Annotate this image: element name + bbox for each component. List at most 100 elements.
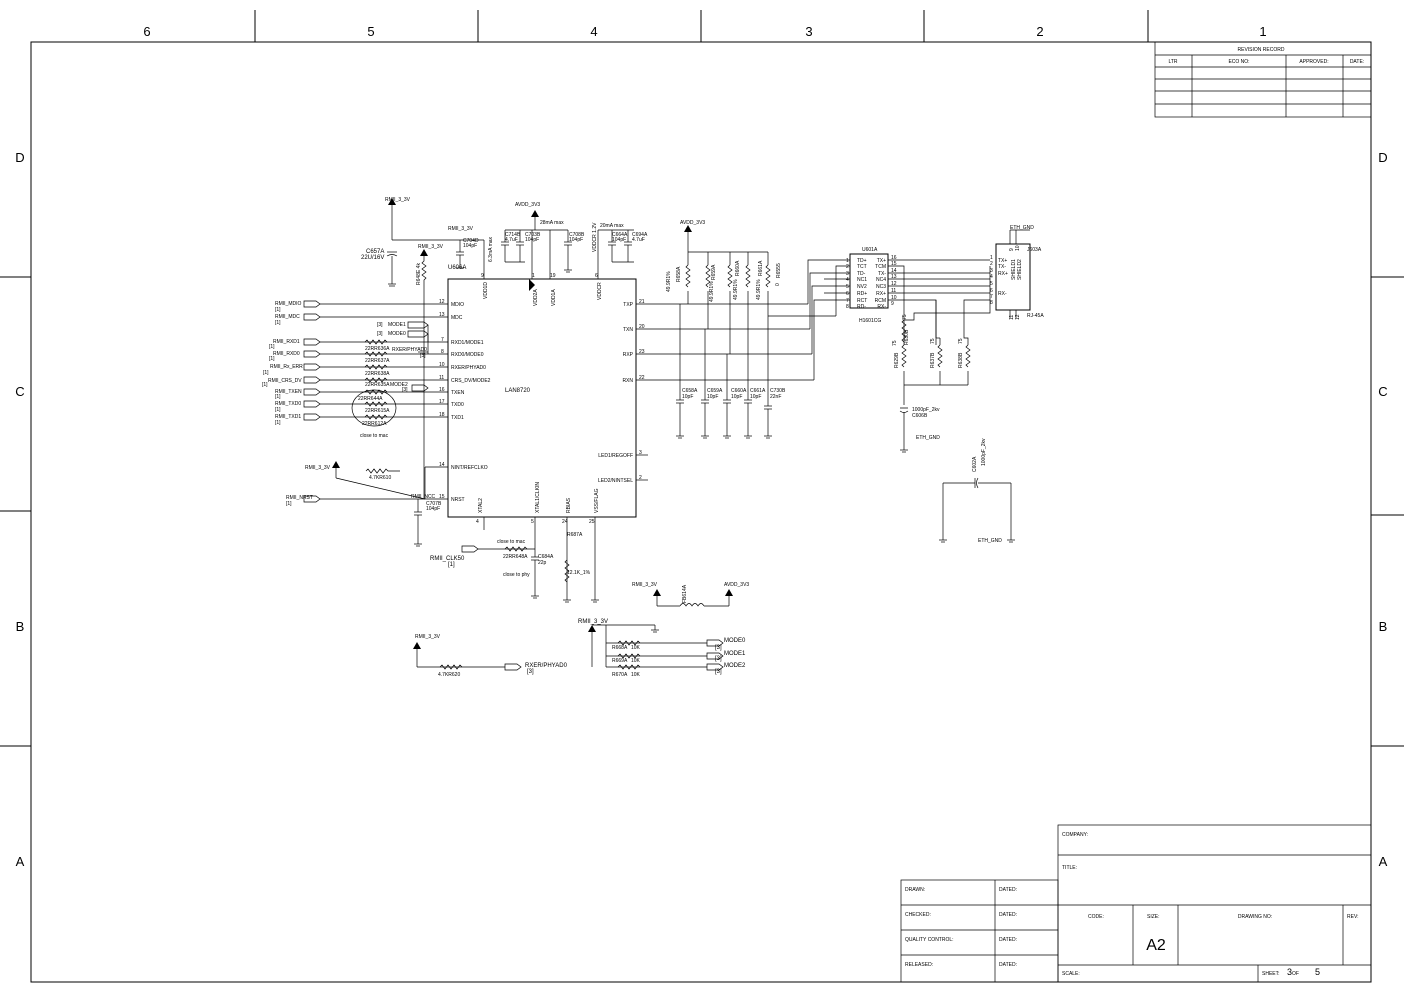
- released-label: RELEASED:: [905, 962, 933, 968]
- rj45-shield: SHIELD2: [1017, 259, 1023, 280]
- cap-value: 10pF: [707, 394, 718, 400]
- drawing-no-label: DRAWING NO:: [1238, 914, 1272, 920]
- cap-ref: C708B: [569, 232, 585, 238]
- resistor-label: R670A: [612, 672, 628, 678]
- signal-label: RMII_TXD0: [275, 401, 301, 407]
- resistor-value: 10K: [631, 645, 641, 651]
- resistor-label: 4.7KR610: [369, 475, 391, 481]
- mag-pin-num: 3: [846, 271, 849, 277]
- magnetics-ref: U601A: [862, 247, 878, 253]
- rj45-pin: RX-: [998, 291, 1007, 297]
- rj45-pin: TX+: [998, 258, 1007, 264]
- cap-value: 22nF: [770, 394, 781, 400]
- cap-value: 1000pF_2kv: [912, 407, 940, 413]
- pin-number: 9: [481, 273, 484, 279]
- mode-label: [3]: [420, 353, 426, 359]
- pin-number: 12: [439, 299, 445, 305]
- resistor-label: R659A: [711, 264, 717, 280]
- power-rail-left: [386, 198, 484, 499]
- signal-ref: [1]: [448, 562, 455, 568]
- pin-number: 22: [639, 375, 645, 381]
- row-label: D: [1378, 150, 1387, 165]
- current-note: 28mA max: [540, 220, 564, 226]
- mode-label: MODE0: [388, 331, 406, 337]
- pin-number: 20: [639, 324, 645, 330]
- pin-name: VDD2A: [533, 289, 539, 306]
- signal-label: RMII_TXD1: [275, 414, 301, 420]
- resistor-value: 49.9R1%: [756, 279, 762, 300]
- nint-pullup: [332, 461, 426, 547]
- pin-name: TXD1: [451, 415, 464, 421]
- resistor-value: 49.9R1%: [733, 279, 739, 300]
- mag-pin-num: 11: [891, 288, 896, 294]
- mag-pin-num: 4: [846, 277, 849, 283]
- resistor-value: 49.9R1%: [666, 271, 672, 292]
- connector-part: RJ-45A: [1027, 313, 1044, 319]
- mode-label: [3]: [377, 322, 383, 328]
- mag-pin: NC3: [876, 284, 886, 290]
- signal-ref: [1]: [275, 407, 281, 413]
- cap-ref: C694A: [632, 232, 648, 238]
- pin-name: RXP: [623, 352, 634, 358]
- magnetics-transformer: [849, 253, 990, 345]
- resistor-label: 22RR635A: [365, 382, 390, 388]
- sheet-of: OF: [1292, 971, 1299, 977]
- cap-value: 10pF: [682, 394, 693, 400]
- mode-pullups: [588, 624, 724, 671]
- mag-pin-num: 8: [846, 304, 849, 310]
- power-label: RMII_3_3V: [418, 244, 444, 250]
- cap-value: 104pF: [525, 237, 539, 243]
- current-note: 6.3mA max: [488, 236, 494, 262]
- cap-ref: C658A: [682, 388, 698, 394]
- chassis-cap: [939, 477, 1015, 543]
- signal-ref: [1]: [275, 420, 281, 426]
- right-pins: [636, 303, 814, 481]
- row-label: D: [15, 150, 24, 165]
- resistor-label: R669A: [612, 658, 628, 664]
- revision-record-title: REVISION RECORD: [1238, 47, 1285, 53]
- signal-label: RMII_CRS_DV: [268, 378, 302, 384]
- cap-ref: C664A: [612, 232, 628, 238]
- ground-label: ETH_GND: [978, 538, 1002, 544]
- mag-pin: RCM: [875, 298, 886, 304]
- mode-label: RXER/PHYAD0: [392, 347, 427, 353]
- cap-value: 22p: [538, 560, 547, 566]
- dated-label: DATED:: [999, 937, 1017, 943]
- signal-label: RMII_TXEN: [275, 389, 302, 395]
- close-to-mac-note: close to mac: [360, 433, 389, 439]
- drawing-frame: [0, 10, 1404, 983]
- power-label: RMII_3_3V: [305, 465, 331, 471]
- diff-pair-routing: [807, 259, 850, 380]
- connector-ref: J603A: [1027, 247, 1042, 253]
- pin-name: TXD0: [451, 402, 464, 408]
- signal-ref: [1]: [262, 382, 268, 388]
- cap-ref: C684A: [538, 554, 554, 560]
- signal-label: RMII_MDC: [275, 314, 300, 320]
- resistor-label: R629B: [894, 352, 900, 368]
- rj45-pin-num: 1: [990, 255, 993, 261]
- resistor-value: 0: [775, 283, 781, 286]
- pin-name: RXER/PHYAD0: [451, 365, 486, 371]
- row-label: B: [1379, 619, 1388, 634]
- cap-ref: C714B: [505, 232, 521, 238]
- signal-ref: [1]: [275, 394, 281, 400]
- resistor-label: R668A: [612, 645, 628, 651]
- checked-label: CHECKED:: [905, 912, 931, 918]
- power-label: RMII_3_3V: [385, 197, 411, 203]
- revision-header-date: DATE:: [1350, 59, 1364, 65]
- mag-pin: NC4: [876, 277, 886, 283]
- cap-value: 104pF: [426, 506, 440, 512]
- title-label: TITLE:: [1062, 865, 1077, 871]
- mag-pin: TD+: [857, 258, 867, 264]
- mag-pin-num: 9: [891, 301, 894, 307]
- pin-number: 6: [595, 273, 598, 279]
- rj45-pin-num: 2: [990, 261, 993, 267]
- ferrite-label: FB614A: [682, 584, 688, 603]
- pin-name: XTAL1/CLKIN: [535, 482, 541, 513]
- rj45-pin-num: 4: [990, 274, 993, 280]
- signal-label: RMII_NRST: [286, 495, 313, 501]
- cap-value: 4.7uF: [632, 237, 645, 243]
- mag-pin: RX-: [877, 304, 886, 310]
- lan8720-chip: [447, 278, 637, 518]
- pin-number: 3: [639, 450, 642, 456]
